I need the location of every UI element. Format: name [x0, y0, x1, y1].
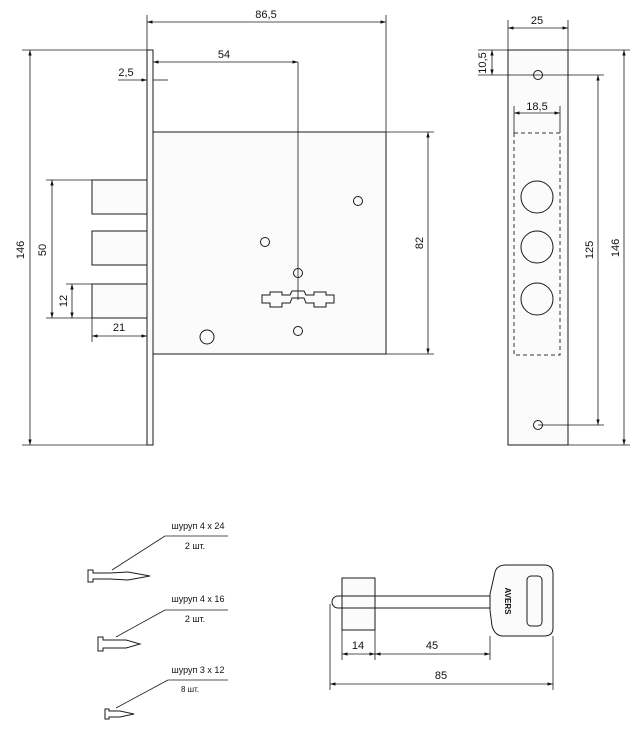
dim-key-total: 85	[435, 670, 447, 682]
bolt-head	[520, 180, 554, 214]
screw-label: шуруп 4 х 24	[172, 521, 225, 531]
mounting-hole	[353, 196, 363, 206]
screw-label: шуруп 3 х 12	[172, 665, 225, 675]
dim-total-width: 86,5	[255, 9, 276, 21]
mounting-hole-large	[199, 329, 215, 345]
faceplate	[146, 49, 154, 446]
screw-4x24-icon	[87, 569, 151, 583]
screw-item: шуруп 3 х 12 8 шт.	[104, 665, 228, 720]
screw-list: шуруп 4 х 24 2 шт. шуруп 4 х 16 2 шт. шу…	[87, 521, 228, 720]
lock-side-view: 25 10,5 18,5 125 146	[477, 15, 630, 446]
dim-key-shaft: 45	[426, 640, 438, 652]
dim-body-height: 82	[414, 237, 426, 249]
dim-hole-spacing: 125	[584, 241, 596, 259]
screw-qty: 2 шт.	[185, 614, 205, 624]
dim-height-right: 146	[610, 239, 622, 257]
dim-faceplate-width: 25	[531, 15, 543, 27]
dim-backset: 54	[218, 49, 230, 61]
bolt-head	[520, 230, 554, 264]
key-head-slot	[526, 575, 543, 627]
dim-bolt-spacing: 50	[37, 244, 49, 256]
bolt-head	[520, 282, 554, 316]
bolt-bottom	[91, 283, 148, 319]
key-collar	[341, 577, 376, 631]
screw-item: шуруп 4 х 16 2 шт.	[97, 594, 228, 652]
faceplate-side	[507, 49, 569, 446]
key-drawing: AVERS 14 45 85	[329, 564, 554, 690]
dim-top-offset: 10,5	[477, 52, 489, 73]
key-brand-logo: AVERS	[503, 588, 512, 616]
screw-qty: 8 шт.	[181, 685, 199, 694]
screw-label: шуруп 4 х 16	[172, 594, 225, 604]
screw-3x12-icon	[104, 708, 135, 720]
lock-front-view: 86,5 54 2,5 146 50 12 21 82	[15, 9, 434, 446]
screw-qty: 2 шт.	[185, 541, 205, 551]
bolt-top	[91, 179, 148, 215]
screw-4x16-icon	[97, 636, 142, 652]
dim-bolt-height: 12	[58, 295, 70, 307]
dim-height-left: 146	[15, 241, 27, 259]
dim-key-collar: 14	[352, 640, 364, 652]
key-shaft	[331, 595, 490, 609]
key-head	[489, 564, 554, 637]
screw-item: шуруп 4 х 24 2 шт.	[87, 521, 228, 583]
mounting-hole	[260, 237, 270, 247]
bolt-window	[513, 132, 561, 356]
bolt-middle	[91, 230, 148, 266]
keyhole	[261, 290, 335, 308]
dim-faceplate-thickness: 2,5	[118, 67, 133, 79]
dim-bolt-window-width: 18,5	[526, 101, 547, 113]
mounting-hole	[293, 326, 303, 336]
dim-bolt-projection: 21	[113, 322, 125, 334]
